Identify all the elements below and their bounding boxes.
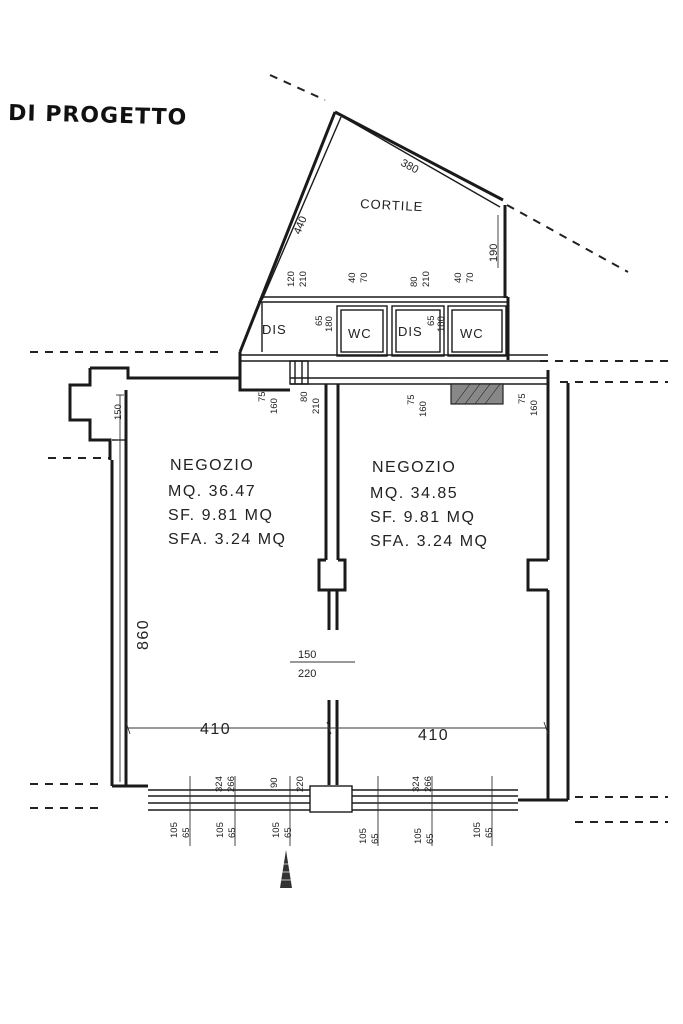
dimension-lines bbox=[116, 394, 549, 782]
dim-front-center-bottom: 220 bbox=[295, 776, 306, 792]
wc-left-dim-1: 40 bbox=[347, 272, 358, 283]
lower-dim-6: 160 bbox=[418, 401, 429, 417]
dis-center-label: DIS bbox=[398, 324, 423, 339]
dis-left-dim-3: 65 bbox=[314, 315, 325, 326]
sill-dim-5-top: 105 bbox=[413, 828, 424, 844]
sill-dim-5-bottom: 65 bbox=[425, 833, 436, 844]
lower-dim-4: 210 bbox=[311, 398, 322, 414]
wc-right-label: WC bbox=[460, 326, 484, 341]
dis-center-dim-1: 80 bbox=[409, 276, 420, 287]
courtyard-dim-right: 190 bbox=[488, 244, 500, 262]
shop-left-area: MQ. 36.47 bbox=[168, 483, 256, 500]
dim-side-window: 150 bbox=[113, 404, 124, 420]
sill-dim-4-bottom: 65 bbox=[370, 833, 381, 844]
shop-right-name: NEGOZIO bbox=[372, 459, 456, 476]
lower-dim-7: 75 bbox=[517, 393, 528, 404]
dimension-labels: 860 150 410 410 150 220 324 266 90 220 3… bbox=[113, 404, 495, 844]
sill-dim-6-bottom: 65 bbox=[484, 827, 495, 838]
dim-depth: 860 bbox=[135, 619, 152, 650]
sill-dim-2-top: 105 bbox=[215, 822, 226, 838]
wc-left-dim-2: 70 bbox=[359, 272, 370, 283]
shop-left-sfa: SFA. 3.24 MQ bbox=[168, 531, 286, 548]
lower-dim-2: 160 bbox=[269, 398, 280, 414]
dim-opening-bottom: 220 bbox=[298, 668, 316, 680]
courtyard-label: CORTILE bbox=[360, 196, 424, 214]
building-walls bbox=[30, 351, 668, 888]
dim-front-left-top: 324 bbox=[214, 776, 225, 792]
wc-left-label: WC bbox=[348, 326, 372, 341]
dis-left-dim-1: 120 bbox=[286, 271, 297, 287]
dis-center-dim-3: 65 bbox=[426, 315, 437, 326]
dis-center-dim-2: 210 bbox=[421, 271, 432, 287]
dim-front-right-bottom: 266 bbox=[423, 776, 434, 792]
dim-width-left: 410 bbox=[200, 721, 231, 738]
sill-dim-3-top: 105 bbox=[271, 822, 282, 838]
shop-left-sf: SF. 9.81 MQ bbox=[168, 507, 273, 524]
wc-right-dim-2: 70 bbox=[465, 272, 476, 283]
plan-title: DI PROGETTO bbox=[8, 101, 188, 131]
sill-dim-2-bottom: 65 bbox=[227, 827, 238, 838]
dis-left-label: DIS bbox=[262, 322, 287, 337]
sill-dim-6-top: 105 bbox=[472, 822, 483, 838]
sill-dim-1-top: 105 bbox=[169, 822, 180, 838]
sill-dim-4-top: 105 bbox=[358, 828, 369, 844]
dis-center-dim-4: 180 bbox=[436, 316, 447, 332]
lower-dim-1: 75 bbox=[257, 391, 268, 402]
sill-dim-1-bottom: 65 bbox=[181, 827, 192, 838]
shop-left-label-block: NEGOZIO MQ. 36.47 SF. 9.81 MQ SFA. 3.24 … bbox=[168, 457, 286, 548]
dim-front-center-top: 90 bbox=[269, 777, 280, 788]
dis-left-dim-2: 210 bbox=[298, 271, 309, 287]
shop-right-area: MQ. 34.85 bbox=[370, 485, 458, 502]
dim-width-right: 410 bbox=[418, 727, 449, 744]
lower-dim-8: 160 bbox=[529, 400, 540, 416]
dim-front-right-top: 324 bbox=[411, 776, 422, 792]
shop-right-label-block: NEGOZIO MQ. 34.85 SF. 9.81 MQ SFA. 3.24 … bbox=[370, 459, 488, 550]
shop-right-sfa: SFA. 3.24 MQ bbox=[370, 533, 488, 550]
wc-right-dim-1: 40 bbox=[453, 272, 464, 283]
lower-dim-3: 80 bbox=[299, 391, 310, 402]
service-rooms: DIS WC DIS WC 120 210 40 70 80 210 40 70… bbox=[238, 271, 548, 417]
dim-front-left-bottom: 266 bbox=[226, 776, 237, 792]
sill-dim-3-bottom: 65 bbox=[283, 827, 294, 838]
lower-dim-5: 75 bbox=[406, 394, 417, 405]
shop-left-name: NEGOZIO bbox=[170, 457, 254, 474]
dis-left-dim-4: 180 bbox=[324, 316, 335, 332]
shop-right-sf: SF. 9.81 MQ bbox=[370, 509, 475, 526]
dim-opening-top: 150 bbox=[298, 649, 316, 661]
